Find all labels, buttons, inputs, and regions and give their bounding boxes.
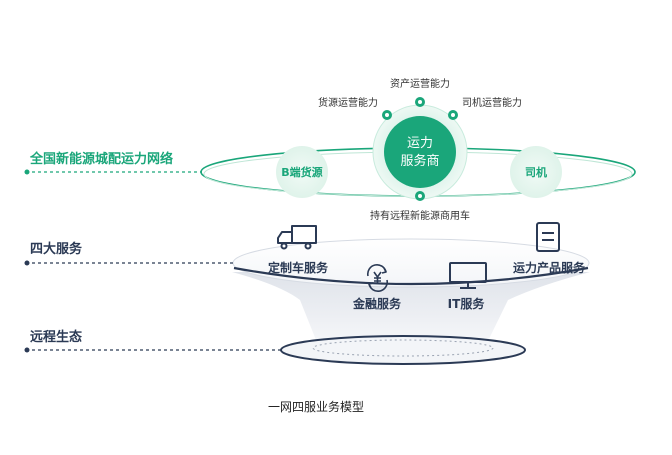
capability-dot-left xyxy=(382,110,392,120)
capability-top-label: 资产运营能力 xyxy=(390,77,450,90)
truck-icon xyxy=(277,225,317,250)
capability-left-label: 货源运营能力 xyxy=(318,96,378,109)
ecosystem-layer-label: 远程生态 xyxy=(30,329,82,345)
funnel-body xyxy=(232,272,590,353)
services-disc xyxy=(232,238,590,288)
driver-node: 司机 xyxy=(510,146,562,198)
hub-label-line2: 服务商 xyxy=(400,153,439,169)
network-layer-label: 全国新能源城配运力网络 xyxy=(29,151,173,167)
capacity-product-service-label: 运力产品服务 xyxy=(513,260,586,275)
finance-service-label: 金融服务 xyxy=(352,296,402,311)
capability-dot-bottom xyxy=(415,191,425,201)
capacity-provider-hub: 运力 服务商 xyxy=(372,97,468,201)
layer-connectors xyxy=(24,169,281,353)
yen-exchange-icon xyxy=(366,263,389,293)
shipper-label: B端货源 xyxy=(281,165,322,179)
capability-dot-right xyxy=(448,110,458,120)
it-service-label: IT服务 xyxy=(448,296,486,311)
capability-right-label: 司机运营能力 xyxy=(462,96,522,109)
ecosystem-ring xyxy=(280,335,526,365)
hub-label-line1: 运力 xyxy=(407,136,433,151)
capability-dot-top xyxy=(415,97,425,107)
driver-label: 司机 xyxy=(525,165,547,179)
capability-bottom-label: 持有远程新能源商用车 xyxy=(370,209,470,222)
diagram-caption: 一网四服业务模型 xyxy=(268,399,364,414)
services-layer-label: 四大服务 xyxy=(30,241,83,257)
document-icon xyxy=(536,222,560,252)
custom-vehicle-service-label: 定制车服务 xyxy=(268,260,329,275)
shipper-node: B端货源 xyxy=(276,146,328,198)
monitor-icon xyxy=(449,262,487,289)
